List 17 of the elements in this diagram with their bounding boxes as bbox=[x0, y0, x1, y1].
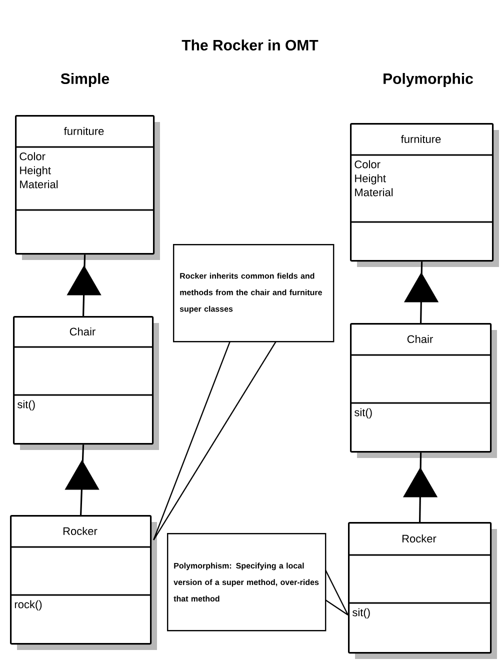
callout-box: Polymorphism: Specifying a local version of a super method, over-rides that method bbox=[167, 533, 326, 632]
class-box: Chair sit() bbox=[13, 316, 159, 450]
column-heading: Simple bbox=[60, 73, 110, 87]
callout-box: Rocker inherits common fields and methods from the chair and furniture super classes bbox=[173, 244, 334, 342]
inheritance-arrow bbox=[404, 262, 439, 324]
inheritance-arrow bbox=[64, 444, 100, 516]
class-box: Chair sit() bbox=[350, 323, 497, 458]
title: The Rocker in OMT bbox=[182, 40, 318, 50]
inheritance-arrow bbox=[402, 452, 438, 522]
class-box: Rocker sit() bbox=[348, 522, 497, 659]
callout-pointer bbox=[153, 340, 277, 541]
inheritance-arrow bbox=[66, 254, 102, 316]
column-heading: Polymorphic bbox=[384, 73, 473, 87]
class-box: furniture Color Height Material bbox=[350, 123, 499, 267]
class-box: Rocker rock() bbox=[10, 515, 157, 650]
callout-pointer bbox=[324, 569, 349, 616]
class-box: furniture Color Height Material bbox=[15, 115, 160, 260]
